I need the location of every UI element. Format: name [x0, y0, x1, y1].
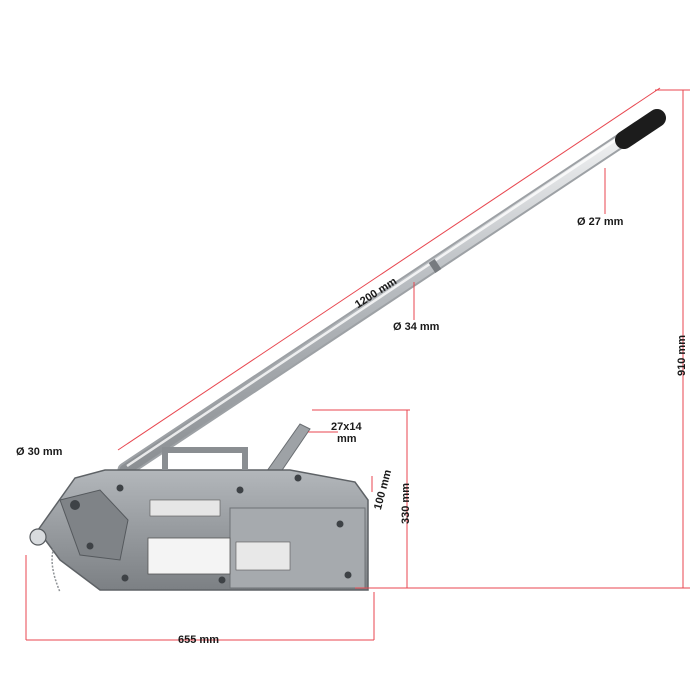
- lever-size-label-a: 27x14: [331, 421, 362, 433]
- body-length-label: 655 mm: [178, 634, 219, 646]
- lever-size-label-b: mm: [337, 433, 357, 445]
- dimension-lines: [25, 87, 690, 641]
- handle-diameter-label: Ø 34 mm: [393, 321, 440, 333]
- grip-diameter-label: Ø 27 mm: [577, 216, 624, 228]
- handle-grip: [615, 109, 666, 149]
- total-height-label: 910 mm: [676, 335, 688, 376]
- hook-diameter-label: Ø 30 mm: [16, 446, 63, 458]
- body-height-label: 330 mm: [400, 483, 412, 524]
- hoist-body: [29, 447, 369, 593]
- handle-tube: [117, 120, 648, 478]
